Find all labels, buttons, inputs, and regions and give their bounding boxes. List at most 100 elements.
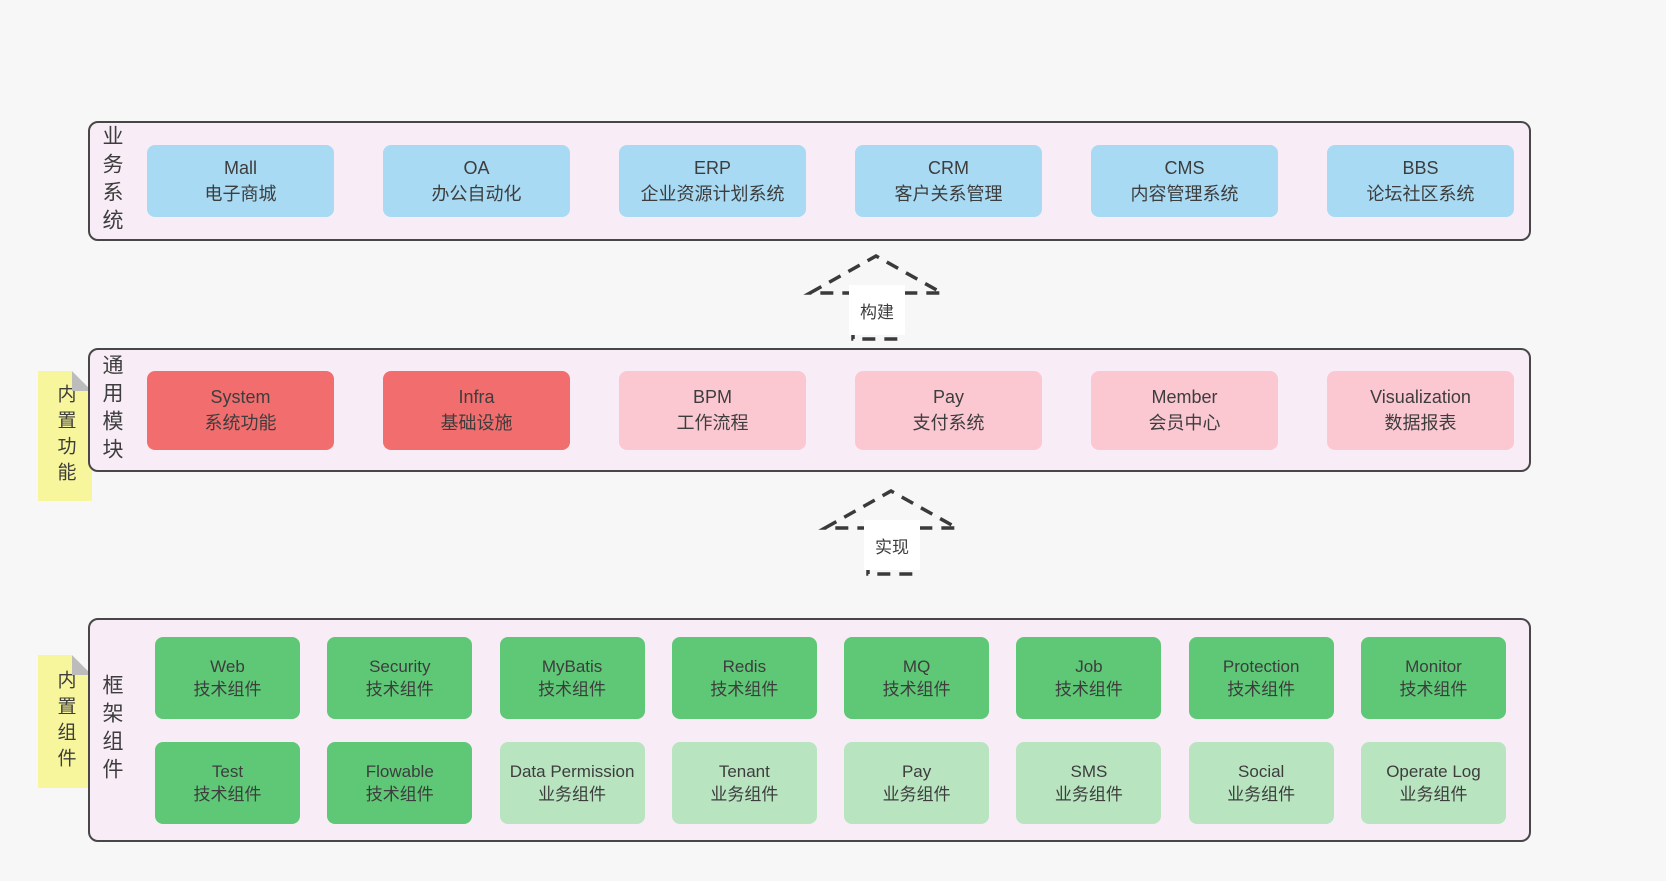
box-subtitle: 技术组件 xyxy=(1399,679,1468,699)
box-subtitle: 系统功能 xyxy=(204,413,277,433)
box-title: Monitor xyxy=(1405,656,1462,676)
panel-label-business-systems: 业务系统 xyxy=(100,125,123,237)
box-subtitle: 内容管理系统 xyxy=(1130,184,1239,204)
box-title: System xyxy=(210,387,271,407)
box-subtitle: 会员中心 xyxy=(1148,413,1221,433)
box-subtitle: 业务组件 xyxy=(538,784,607,804)
box-title: OA xyxy=(463,158,490,178)
sticky-note-builtin-features: 内置功能 xyxy=(38,371,92,501)
box-job: Job 技术组件 xyxy=(1016,636,1162,719)
box-operate-log: Operate Log 业务组件 xyxy=(1360,741,1506,824)
box-title: Pay xyxy=(901,761,932,781)
box-subtitle: 业务组件 xyxy=(710,784,779,804)
box-subtitle: 技术组件 xyxy=(882,679,951,699)
box-subtitle: 工作流程 xyxy=(676,413,749,433)
box-subtitle: 业务组件 xyxy=(1227,784,1296,804)
box-subtitle: 论坛社区系统 xyxy=(1366,184,1475,204)
box-crm: CRM 客户关系管理 xyxy=(855,145,1042,217)
box-title: Pay xyxy=(932,387,965,407)
panel-label-framework-components: 框架组件 xyxy=(100,674,123,786)
box-subtitle: 技术组件 xyxy=(365,679,434,699)
box-title: Data Permission xyxy=(509,761,635,781)
box-flowable: Flowable 技术组件 xyxy=(327,741,473,824)
box-protection: Protection 技术组件 xyxy=(1188,636,1334,719)
box-security: Security 技术组件 xyxy=(327,636,473,719)
sticky-note-builtin-components: 内置组件 xyxy=(38,655,92,788)
arrow-label: 实现 xyxy=(864,520,920,570)
box-social: Social 业务组件 xyxy=(1188,741,1334,824)
box-tenant: Tenant 业务组件 xyxy=(671,741,817,824)
box-title: MyBatis xyxy=(541,656,603,676)
box-subtitle: 业务组件 xyxy=(1399,784,1468,804)
box-subtitle: 技术组件 xyxy=(1227,679,1296,699)
box-title: Member xyxy=(1151,387,1218,407)
box-title: BBS xyxy=(1402,158,1439,178)
box-subtitle: 技术组件 xyxy=(538,679,607,699)
box-mybatis: MyBatis 技术组件 xyxy=(499,636,645,719)
box-subtitle: 办公自动化 xyxy=(431,184,522,204)
up-arrow-icon xyxy=(818,488,964,576)
box-title: Security xyxy=(369,656,431,676)
up-arrow-icon xyxy=(803,253,949,341)
box-subtitle: 业务组件 xyxy=(1054,784,1123,804)
arrow-label: 构建 xyxy=(849,285,905,335)
box-title: Flowable xyxy=(365,761,434,781)
box-title: BPM xyxy=(692,387,732,407)
box-subtitle: 技术组件 xyxy=(1054,679,1123,699)
box-subtitle: 技术组件 xyxy=(193,679,262,699)
box-title: Test xyxy=(211,761,244,781)
box-pay: Pay 业务组件 xyxy=(844,741,990,824)
box-subtitle: 支付系统 xyxy=(912,413,985,433)
box-test: Test 技术组件 xyxy=(155,741,300,824)
box-title: MQ xyxy=(902,656,931,676)
sticky-note-label: 内置功能 xyxy=(54,384,76,488)
implement-arrow: 实现 xyxy=(818,488,964,578)
box-mq: MQ 技术组件 xyxy=(844,636,990,719)
box-visualization: Visualization 数据报表 xyxy=(1327,370,1514,450)
box-mall: Mall 电子商城 xyxy=(147,145,334,217)
box-subtitle: 客户关系管理 xyxy=(894,184,1003,204)
box-oa: OA 办公自动化 xyxy=(383,145,570,217)
box-web: Web 技术组件 xyxy=(155,636,300,719)
sticky-note-label: 内置组件 xyxy=(54,669,76,774)
box-subtitle: 技术组件 xyxy=(365,784,434,804)
box-monitor: Monitor 技术组件 xyxy=(1360,636,1506,719)
box-subtitle: 技术组件 xyxy=(710,679,779,699)
box-title: SMS xyxy=(1070,761,1108,781)
box-title: Web xyxy=(210,656,245,676)
build-arrow: 构建 xyxy=(803,253,949,343)
business-systems-panel: 业务系统 Mall 电子商城 OA 办公自动化 ERP 企业资源计划系统 CRM 客户关系管理… xyxy=(88,121,1531,241)
box-member: Member 会员中心 xyxy=(1091,370,1278,450)
box-bpm: BPM 工作流程 xyxy=(619,370,806,450)
box-erp: ERP 企业资源计划系统 xyxy=(619,145,806,217)
box-infra: Infra 基础设施 xyxy=(383,370,570,450)
box-title: Operate Log xyxy=(1386,761,1481,781)
box-title: Job xyxy=(1075,656,1103,676)
box-title: ERP xyxy=(693,158,731,178)
box-grid: System 系统功能 Infra 基础设施 BPM 工作流程 Pay 支付系统 Member 会… xyxy=(147,350,1514,470)
box-subtitle: 企业资源计划系统 xyxy=(640,184,785,204)
box-system: System 系统功能 xyxy=(147,370,334,450)
box-title: Protection xyxy=(1222,656,1300,676)
box-subtitle: 业务组件 xyxy=(882,784,951,804)
box-title: CRM xyxy=(928,158,969,178)
box-subtitle: 技术组件 xyxy=(193,784,262,804)
box-title: Mall xyxy=(223,158,257,178)
box-subtitle: 基础设施 xyxy=(440,413,513,433)
box-title: Tenant xyxy=(718,761,770,781)
box-subtitle: 数据报表 xyxy=(1384,413,1457,433)
box-subtitle: 电子商城 xyxy=(204,184,277,204)
box-title: Visualization xyxy=(1370,387,1471,407)
box-title: Infra xyxy=(458,387,495,407)
box-title: Social xyxy=(1238,761,1285,781)
